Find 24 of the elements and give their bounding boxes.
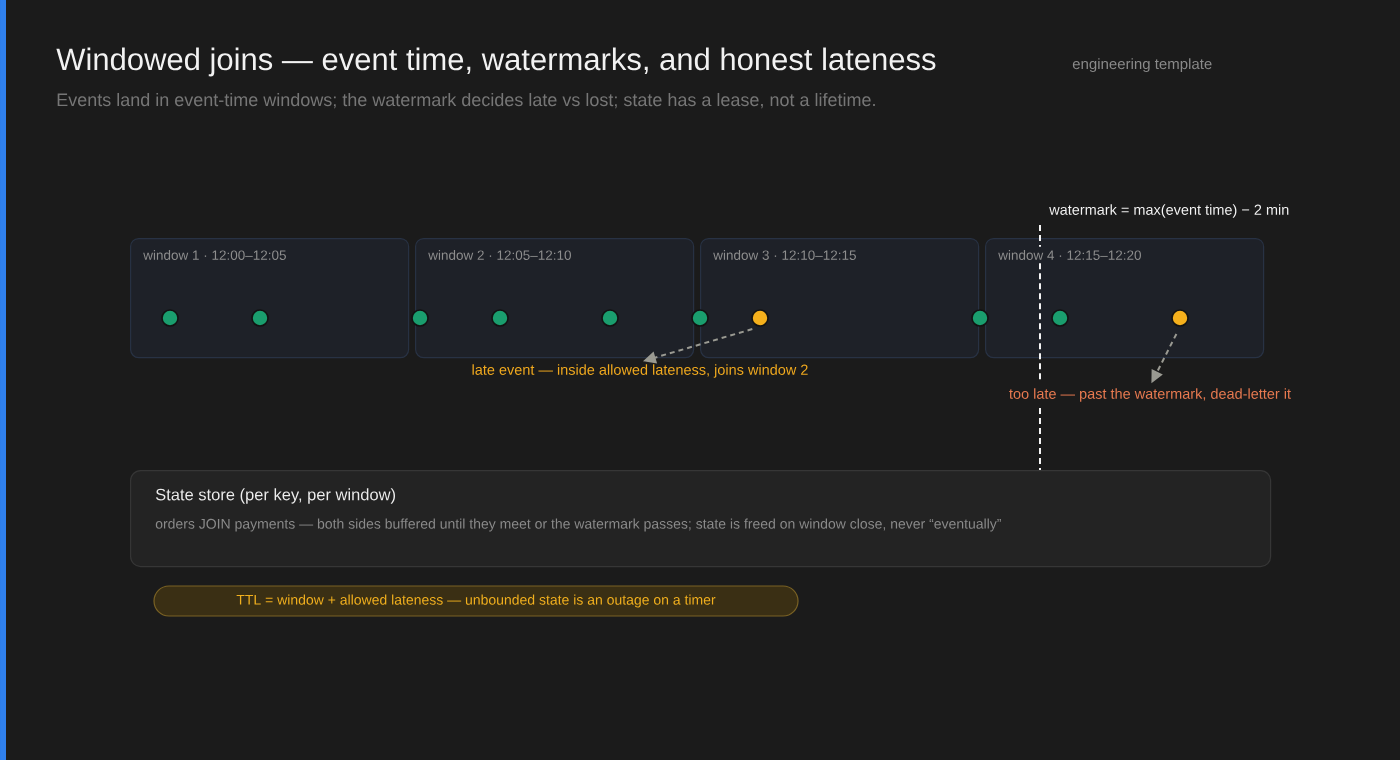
event-dot	[751, 309, 769, 327]
title: Windowed joins — event time, watermarks, and honest lateness	[56, 47, 936, 77]
event-dot	[251, 309, 269, 327]
watermark-label: watermark = max(event time) − 2 min	[1049, 204, 1289, 218]
info-panel	[130, 470, 1272, 568]
event-dot	[411, 309, 429, 327]
event-dot	[491, 309, 509, 327]
annotation: late event — inside allowed lateness, joins window 2	[472, 364, 808, 378]
window-box: window 2 · 12:05–12:10	[415, 238, 695, 359]
event-dot	[161, 309, 179, 327]
event-dot	[1051, 309, 1069, 327]
panel-heading: State store (per key, per window)	[155, 488, 395, 504]
event-dot	[971, 309, 989, 327]
annotation: too late — past the watermark, dead-letter it	[1009, 388, 1291, 402]
header-note: engineering template	[1072, 58, 1212, 73]
note-pill: TTL = window + allowed lateness — unbounded state is an outage on a timer	[153, 585, 799, 617]
event-dot	[1171, 309, 1189, 327]
window-box: window 3 · 12:10–12:15	[700, 238, 980, 359]
window-box: window 1 · 12:00–12:05	[130, 238, 410, 359]
panel-text: orders JOIN payments — both sides buffered until they meet or the watermark passes; state is freed on window close, never “eventually”	[155, 518, 1001, 532]
window-box: window 4 · 12:15–12:20	[985, 238, 1265, 359]
event-dot	[691, 309, 709, 327]
event-dot	[601, 309, 619, 327]
subtitle: Events land in event-time windows; the watermark decides late vs lost; state has a lease, not a lifetime.	[57, 92, 875, 109]
